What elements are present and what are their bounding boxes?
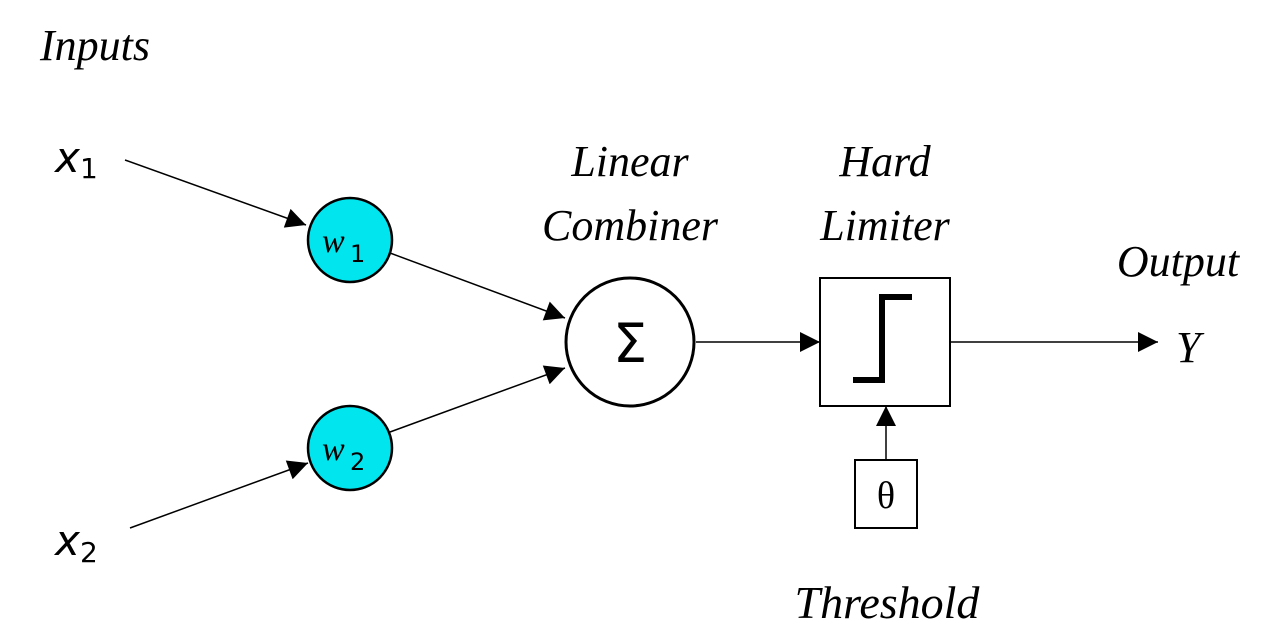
limiter-label-line2: Limiter xyxy=(819,201,950,250)
x1-base: x xyxy=(53,133,81,182)
weight-circle-w2 xyxy=(306,404,394,492)
combiner-label-line2: Combiner xyxy=(542,201,719,250)
w2-subscript: 2 xyxy=(350,448,365,476)
x2-base: x xyxy=(53,516,81,565)
inputs-label: Inputs xyxy=(39,21,150,70)
weight-node-w2: w 2 xyxy=(306,404,394,492)
threshold-label: Threshold xyxy=(795,577,981,628)
w1-base: w xyxy=(322,223,345,260)
combiner-label-line1: Linear xyxy=(570,137,689,186)
x1-subscript: 1 xyxy=(80,152,98,185)
output-y-label: Y xyxy=(1176,323,1205,372)
x2-subscript: 2 xyxy=(80,536,98,569)
input-x1-label: x 1 xyxy=(53,133,98,185)
limiter-label-line1: Hard xyxy=(838,137,931,186)
arrow-x1-to-w1 xyxy=(124,159,307,228)
arrow-w2-to-combiner xyxy=(389,365,566,433)
hard-limiter-node xyxy=(819,277,951,407)
threshold-node: θ xyxy=(854,459,918,529)
sigma-symbol: Σ xyxy=(613,312,647,375)
w2-base: w xyxy=(322,431,345,468)
weight-node-w1: w 1 xyxy=(306,196,394,284)
theta-symbol: θ xyxy=(877,475,895,517)
input-x2-label: x 2 xyxy=(53,516,98,569)
w1-subscript: 1 xyxy=(350,240,365,268)
output-label: Output xyxy=(1117,237,1241,286)
linear-combiner-node: Σ xyxy=(564,276,696,408)
combiner-circle xyxy=(564,276,696,408)
weight-circle-w1 xyxy=(306,196,394,284)
step-function-icon xyxy=(853,294,912,383)
arrow-x2-to-w2 xyxy=(129,460,309,529)
arrow-w1-to-combiner xyxy=(389,252,566,321)
